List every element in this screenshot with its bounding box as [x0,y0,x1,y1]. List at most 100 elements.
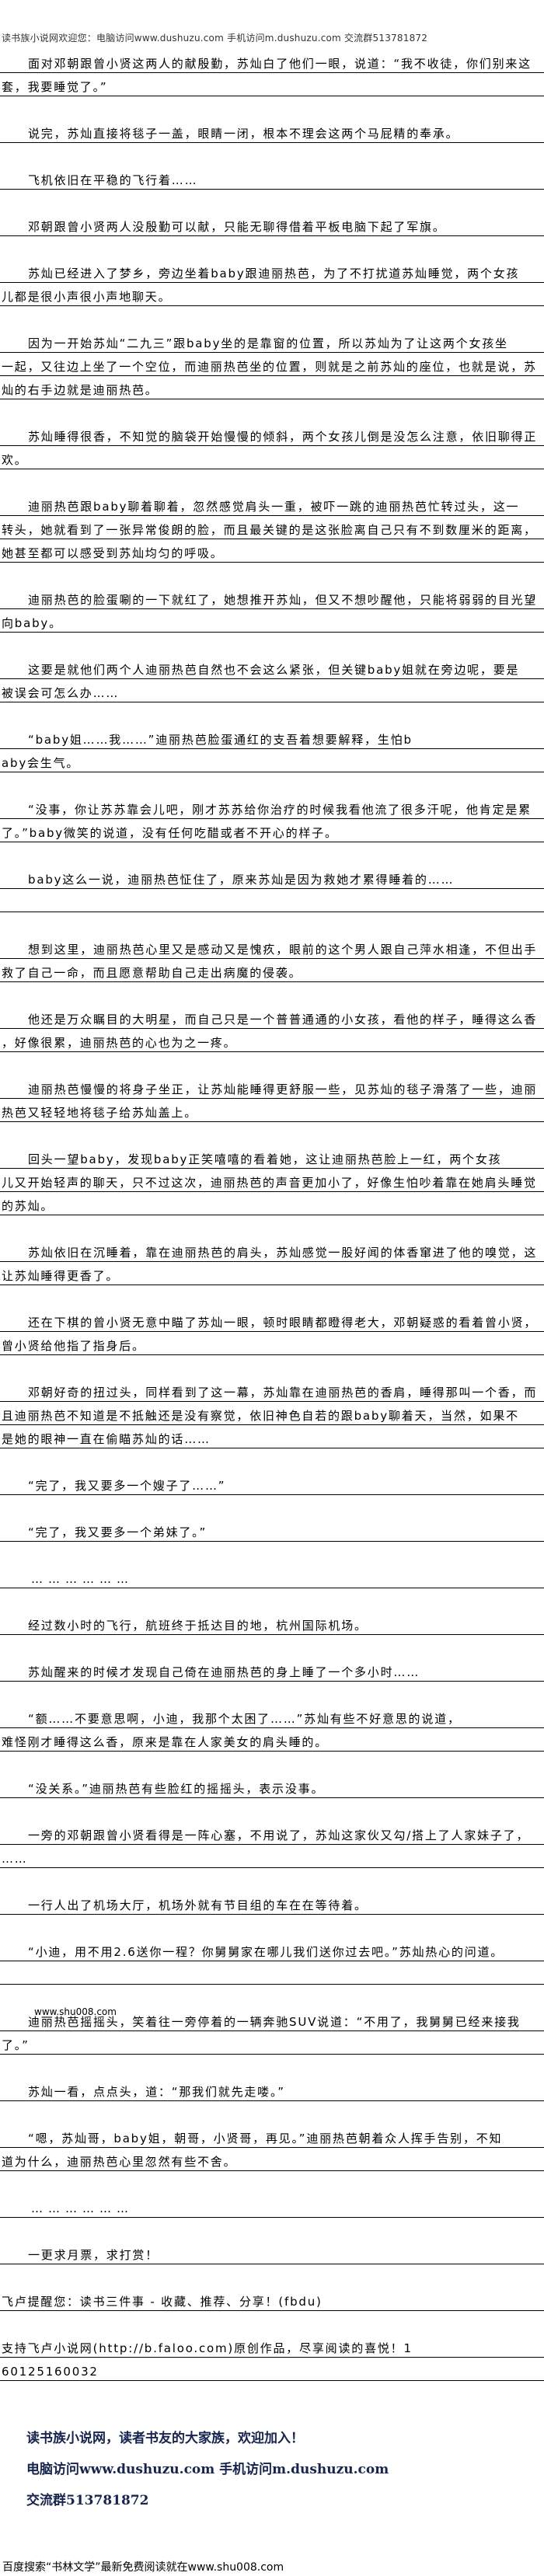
site-footer: 读书族小说网，读者书友的大家族，欢迎加入！ 电脑访问www.dushuzu.co… [26,2423,389,2516]
text-line: baby这么一说，迪丽热芭怔住了，原来苏灿是因为救她才累得睡着的…… [0,866,544,889]
text-line: 被误会可怎么办…… [0,679,544,702]
text-line: 面对邓朝跟曾小贤这两人的献殷勤，苏灿白了他们一眼，说道：“我不收徒，你们别来这 [0,50,544,73]
text-line: 了。”baby微笑的说道，没有任何吃醋或者不开心的样子。 [0,819,544,842]
blank-line [0,1052,544,1075]
footer-group: 交流群513781872 [26,2493,149,2508]
text-line: “小迪，用不用2.6送你一程？你舅舅家在哪儿我们送你过去吧。”苏灿热心的问道。 [0,1938,544,1961]
blank-line [0,1752,544,1775]
blank-line [0,1215,544,1239]
text-line: 这要是就他们两个人迪丽热芭自然也不会这么紧张，但关键baby姐就在旁边呢，要是 [0,656,544,679]
text-line: 迪丽热芭的脸蛋唰的一下就红了，她想推开苏灿，但又不想吵醒他，只能将弱弱的目光望 [0,586,544,609]
text-line: 飞机依旧在平稳的飞行着…… [0,166,544,190]
text-line: 回头一望baby，发现baby正笑嘻嘻的看着她，这让迪丽热芭脸上一红，两个女孩 [0,1145,544,1169]
text-line: 救了自己一命，而且愿意帮助自己走出病魔的侵袭。 [0,959,544,982]
text-line: “没关系。”迪丽热芭有些脸红的摇摇头，表示没事。 [0,1775,544,1798]
blank-line [0,469,544,493]
blank-line [0,1355,544,1379]
text-line: “没事，你让苏苏靠会儿吧，刚才苏苏给你治疗的时候我看他流了很多汗呢，他肯定是累 [0,796,544,819]
blank-line [0,2101,544,2125]
text-line: 儿都是很小声很小声地聊天。 [0,283,544,306]
text-line: 的苏灿。 [0,1192,544,1215]
blank-line [0,143,544,166]
text-line: 转头，她就看到了一张异常俊朗的脸，而且最关键的是这张脸离自己只有不到数厘米的距离… [0,516,544,539]
text-line: 向baby。 [0,609,544,633]
text-line: 苏灿睡得很香，不知觉的脑袋开始慢慢的倾斜，两个女孩儿倒是没怎么注意，依旧聊得正 [0,423,544,446]
blank-line [0,1285,544,1309]
text-line: 道为什么，迪丽热芭心里忽然有些不舍。 [0,2148,544,2171]
text-line: 说完，苏灿直接将毯子一盖，眼睛一闭，根本不理会这两个马屁精的奉承。 [0,120,544,143]
text-line: “额……不要意思啊，小迪，我那个太困了……”苏灿有些不好意思的说道， [0,1705,544,1728]
text-line [0,1961,544,1985]
text-line: 苏灿一看，点点头，道：“那我们就先走喽。” [0,2078,544,2101]
blank-line [0,982,544,1006]
blank-line [0,236,544,260]
blank-line [0,772,544,796]
text-line: 邓朝跟曾小贤两人没殷勤可以献，只能无聊得借着平板电脑下起了军旗。 [0,213,544,236]
text-line: 是她的眼神一直在偷瞄苏灿的话…… [0,1425,544,1448]
text-line: 苏灿醒来的时候才发现自己倚在迪丽热芭的身上睡了一个多小时…… [0,1658,544,1682]
footer-slogan: 读书族小说网，读者书友的大家族，欢迎加入！ [26,2431,304,2446]
text-line: “嗯，苏灿哥，baby姐，朝哥，小贤哥，再见。”迪丽热芭朝着众人挥手告别，不知 [0,2125,544,2148]
text-line: ……………… [0,1565,544,1588]
blank-line [0,563,544,586]
text-line: 欢。 [0,446,544,469]
text-line: 一旁的邓朝跟曾小贤看得是一阵心塞，不用说了，苏灿这家伙又勾/搭上了人家妹子了， [0,1821,544,1845]
text-line: 邓朝好奇的扭过头，同样看到了这一幕，苏灿靠在迪丽热芭的香肩，睡得那叫一个香，而 [0,1379,544,1402]
text-line: 飞卢提醒您：读书三件事 - 收藏、推荐、分享！(fbdu) [0,2288,544,2311]
blank-line [0,633,544,656]
text-line: ……………… [0,2194,544,2218]
blank-line [0,306,544,329]
blank-line [0,2055,544,2078]
text-line: 儿又开始轻声的聊天，只不过这次，迪丽热芭的声音更加小了，好像生怕吵着靠在她肩头睡… [0,1169,544,1192]
text-line [0,889,544,912]
blank-line [0,96,544,120]
blank-line [0,2218,544,2241]
text-line: 一起，又往边上坐了一个空位，而迪丽热芭坐的位置，则就是之前苏灿的座位，也就是说，… [0,353,544,376]
blank-line [0,2171,544,2194]
text-line: 热芭又轻轻地将毯子给苏灿盖上。 [0,1099,544,1122]
text-line: 让苏灿睡得更香了。 [0,1262,544,1285]
text-line: 她甚至都可以感受到苏灿均匀的呼吸。 [0,539,544,563]
blank-line [0,1448,544,1472]
blank-line [0,190,544,213]
text-line: 支持飞卢小说网(http://b.faloo.com)原创作品，尽享阅读的喜悦！… [0,2334,544,2358]
text-line: 因为一开始苏灿“二九三”跟baby坐的是靠窗的位置，所以苏灿为了让这两个女孩坐 [0,329,544,353]
text-line: 迪丽热芭摇摇头，笑着往一旁停着的一辆奔驰SUV说道：“不用了，我舅舅已经来接我 [0,2008,544,2031]
text-line: 经过数小时的飞行，航班终于抵达目的地，杭州国际机场。 [0,1612,544,1635]
blank-line [0,912,544,936]
footer-access-links[interactable]: 电脑访问www.dushuzu.com 手机访问m.dushuzu.com [26,2462,389,2477]
text-line: 一更求月票，求打赏！ [0,2241,544,2264]
text-line: 迪丽热芭慢慢的将身子坐正，让苏灿能睡得更舒服一些，见苏灿的毯子滑落了一些，迪丽 [0,1075,544,1099]
text-line: 一行人出了机场大厅，机场外就有节目组的车在在等待着。 [0,1891,544,1915]
text-line: 曾小贤给他指了指身后。 [0,1332,544,1355]
search-promo: 百度搜索“书林文学”最新免费阅读就在www.shu008.com [2,2561,284,2574]
text-line: 灿的右手边就是迪丽热芭。 [0,376,544,399]
blank-line [0,1122,544,1145]
blank-line [0,1495,544,1518]
text-line: 苏灿已经进入了梦乡，旁边坐着baby跟迪丽热芭，为了不打扰道苏灿睡觉，两个女孩 [0,260,544,283]
text-line: “完了，我又要多一个弟妹了。” [0,1518,544,1542]
text-line: 套，我要睡觉了。” [0,73,544,96]
blank-line [0,1635,544,1658]
text-line: 了。” [0,2031,544,2055]
text-line: “baby姐……我……”迪丽热芭脸蛋通红的支吾着想要解释，生怕b [0,726,544,749]
blank-line [0,1868,544,1891]
blank-line [0,2311,544,2334]
blank-line [0,702,544,726]
blank-line [0,1588,544,1612]
blank-line [0,2264,544,2288]
blank-line [0,399,544,423]
blank-line [0,842,544,866]
text-line: 难怪刚才睡得这么香，原来是靠在人家美女的肩头睡的。 [0,1728,544,1752]
text-line: aby会生气。 [0,749,544,772]
blank-line [0,1915,544,1938]
site-banner: 读书族小说网欢迎您：电脑访问www.dushuzu.com 手机访问m.dush… [2,33,428,44]
text-line: 他还是万众瞩目的大明星，而自己只是一个普普通通的小女孩，看他的样子，睡得这么香 [0,1006,544,1029]
text-line: “完了，我又要多一个嫂子了……” [0,1472,544,1495]
watermark-link[interactable]: www.shu008.com [34,2006,117,2017]
text-line: 还在下棋的曾小贤无意中瞄了苏灿一眼，顿时眼睛都瞪得老大，邓朝疑惑的看着曾小贤， [0,1309,544,1332]
text-line: 且迪丽热芭不知道是不抵触还是没有察觉，依旧神色自若的跟baby聊着天，当然，如果… [0,1402,544,1425]
text-line: 迪丽热芭跟baby聊着聊着，忽然感觉肩头一重，被吓一跳的迪丽热芭忙转过头，这一 [0,493,544,516]
blank-line [0,1985,544,2008]
text-line: 60125160032 [0,2358,544,2381]
